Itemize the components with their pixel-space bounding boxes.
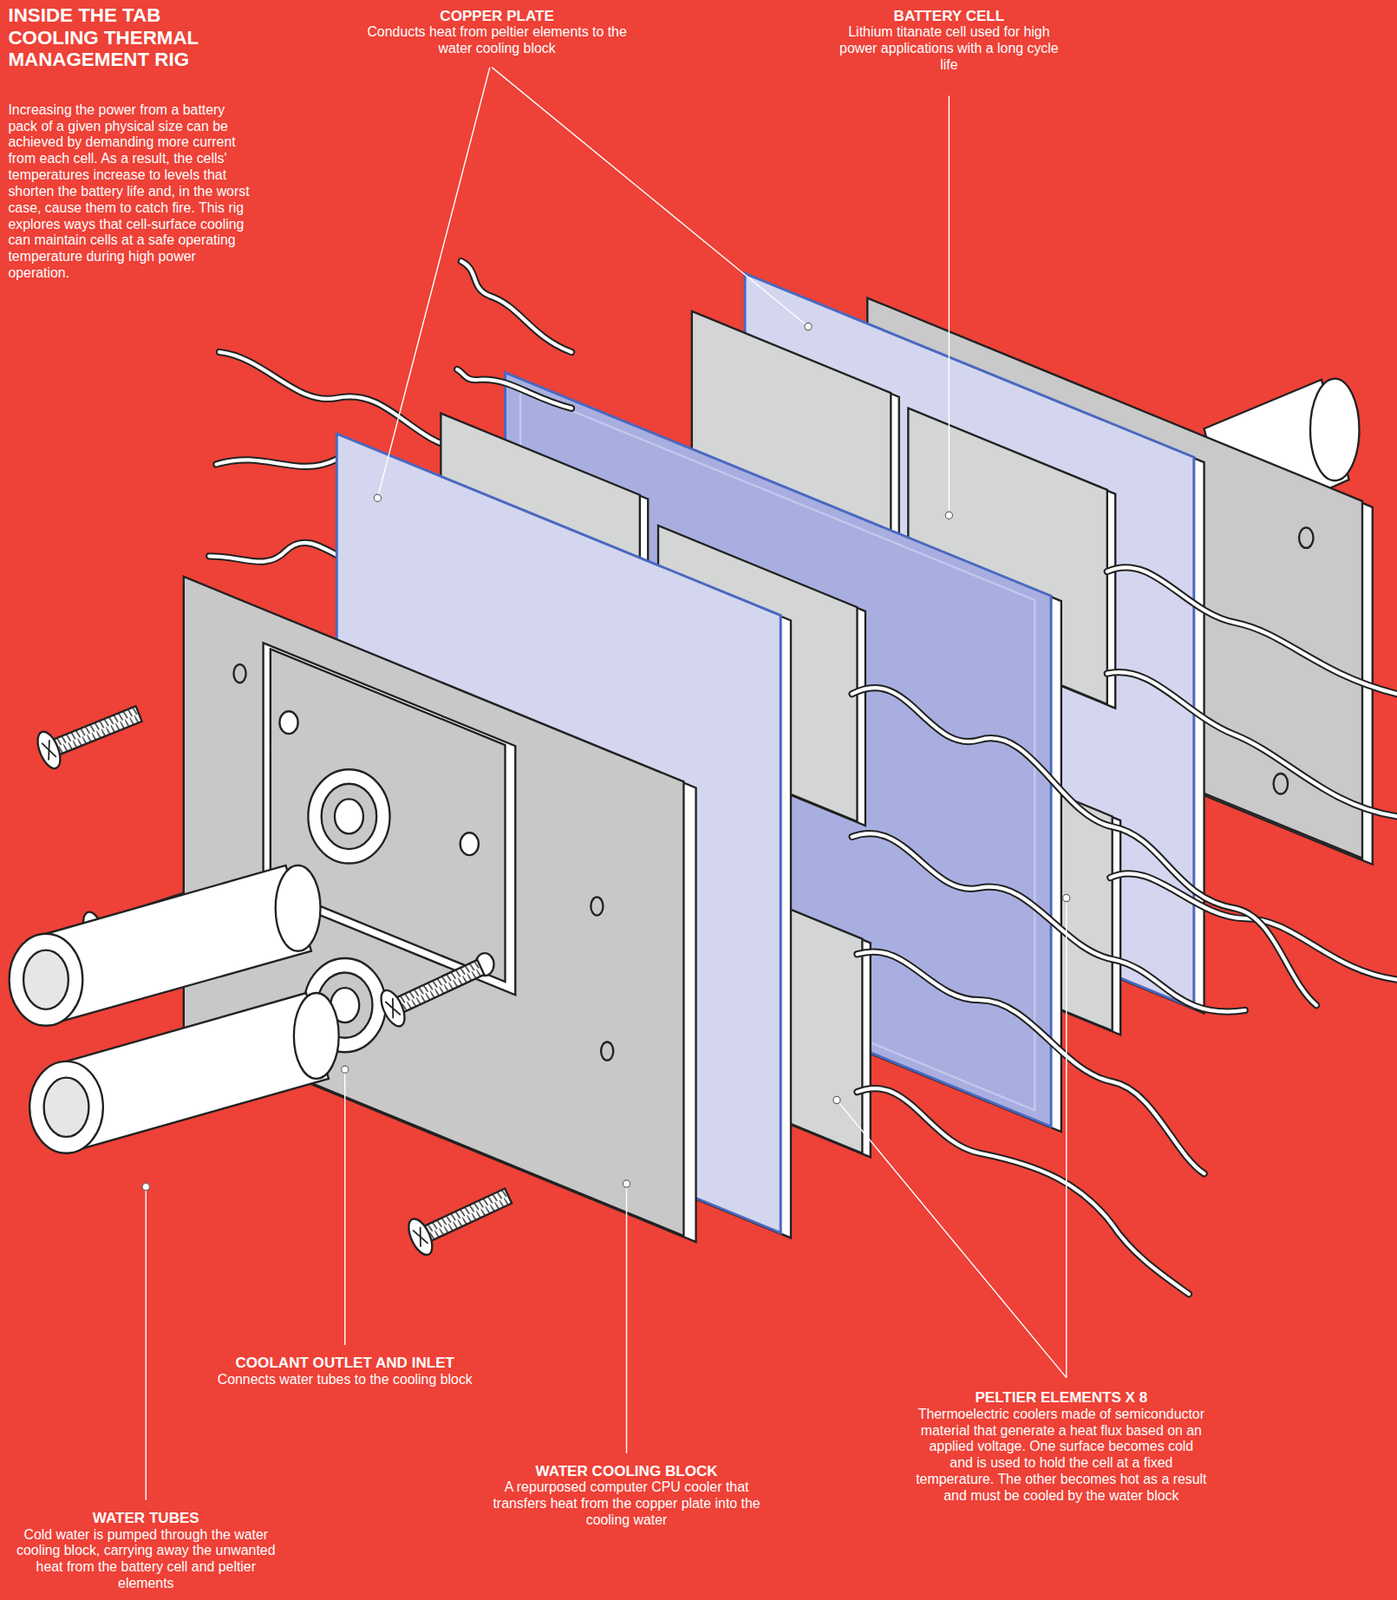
- callout-text: Conducts heat from peltier elements to t…: [351, 24, 642, 58]
- illustration-part: [852, 687, 1317, 1006]
- illustration-part: [945, 511, 953, 519]
- illustration-part: [233, 664, 246, 683]
- illustration-part: [1107, 567, 1397, 694]
- illustration-part: [461, 261, 572, 353]
- illustration-part: [804, 322, 812, 330]
- illustration-part: [23, 950, 69, 1010]
- illustration-part: [275, 865, 321, 952]
- illustration-part: [1107, 567, 1397, 694]
- illustration-part: [29, 1061, 104, 1154]
- callout: BATTERY CELLLithium titanate cell used f…: [831, 6, 1067, 74]
- illustration-part: [1109, 873, 1397, 980]
- illustration-part: [404, 1178, 517, 1259]
- illustration-part: [1063, 894, 1071, 901]
- callout-heading: COPPER PLATE: [351, 6, 642, 25]
- illustration-part: [590, 896, 603, 915]
- screws: [32, 695, 516, 1259]
- illustration-part: [460, 832, 479, 856]
- callout-text: Increasing the power from a battery pack…: [7, 102, 253, 282]
- illustration-part: [456, 369, 572, 409]
- illustration-part: [9, 933, 84, 1026]
- illustration-part: [1107, 672, 1397, 817]
- illustration-part: [856, 1088, 1189, 1294]
- callout-text: Connects water tubes to the cooling bloc…: [207, 1371, 484, 1389]
- illustration-part: [461, 261, 572, 353]
- illustration-part: [456, 369, 572, 409]
- illustration-part: [852, 833, 1246, 1012]
- illustration-part: [836, 1100, 1067, 1378]
- illustration-part: [626, 1183, 627, 1454]
- illustration-part: [376, 949, 490, 1030]
- callout-text: A repurposed computer CPU cooler that tr…: [489, 1479, 765, 1528]
- illustration-part: [491, 67, 809, 327]
- illustration-part: [852, 833, 1246, 1012]
- illustration-part: [1273, 773, 1288, 795]
- callout-heading: WATER COOLING BLOCK: [489, 1461, 765, 1480]
- water-tubes: [9, 865, 340, 1154]
- callout: COOLANT OUTLET AND INLETConnects water t…: [207, 1352, 484, 1388]
- illustration-part: [44, 1077, 90, 1137]
- illustration-part: [948, 96, 950, 516]
- illustration-part: [145, 1187, 147, 1501]
- illustration-part: [856, 951, 1204, 1174]
- callout-heading: COOLANT OUTLET AND INLET: [207, 1352, 484, 1371]
- illustration-part: [373, 494, 381, 502]
- illustration-part: [270, 648, 506, 982]
- callout-text: Cold water is pumped through the water c…: [10, 1526, 281, 1592]
- illustration-part: [1299, 527, 1313, 549]
- illustration-part: [622, 1180, 630, 1188]
- illustration-part: [263, 642, 516, 995]
- illustration-part: [32, 695, 146, 771]
- illustration-part: [1107, 672, 1397, 817]
- diagram-title: INSIDE THE TAB COOLING THERMAL MANAGEMEN…: [7, 4, 203, 72]
- illustration-part: [321, 783, 378, 849]
- illustration-part: [307, 769, 390, 863]
- illustration-part: [279, 711, 298, 734]
- illustration-part: [1310, 378, 1359, 482]
- callout-heading: WATER TUBES: [10, 1507, 281, 1527]
- illustration-part: [293, 992, 340, 1079]
- illustration-part: [856, 951, 1204, 1174]
- title-block: INSIDE THE TAB COOLING THERMAL MANAGEMEN…: [7, 4, 203, 72]
- illustration-part: [1065, 898, 1067, 1378]
- illustration-part: [600, 1041, 614, 1060]
- illustration-part: [852, 687, 1317, 1006]
- illustration-part: [341, 1065, 349, 1073]
- illustration-part: [344, 1069, 346, 1345]
- illustration-part: [377, 67, 490, 499]
- illustration-part: [833, 1096, 841, 1104]
- callout: PELTIER ELEMENTS X 8Thermoelectric coole…: [915, 1387, 1207, 1504]
- callout-heading: PELTIER ELEMENTS X 8: [915, 1387, 1207, 1406]
- illustration-part: [334, 798, 364, 834]
- callout-heading: BATTERY CELL: [831, 6, 1067, 25]
- illustration-part: [856, 1088, 1189, 1294]
- callout: WATER TUBESCold water is pumped through …: [10, 1507, 281, 1592]
- leader-lines: [142, 67, 1071, 1501]
- illustration-part: [65, 992, 328, 1154]
- callout: WATER COOLING BLOCKA repurposed computer…: [489, 1461, 765, 1529]
- callout-text: Thermoelectric coolers made of semicondu…: [915, 1406, 1207, 1505]
- callout: Increasing the power from a battery pack…: [7, 102, 253, 282]
- illustration-part: [45, 865, 312, 1026]
- callout-text: Lithium titanate cell used for high powe…: [831, 24, 1067, 73]
- illustration-part: [142, 1182, 150, 1190]
- illustration-part: [1109, 873, 1397, 980]
- callout: COPPER PLATEConducts heat from peltier e…: [351, 6, 642, 58]
